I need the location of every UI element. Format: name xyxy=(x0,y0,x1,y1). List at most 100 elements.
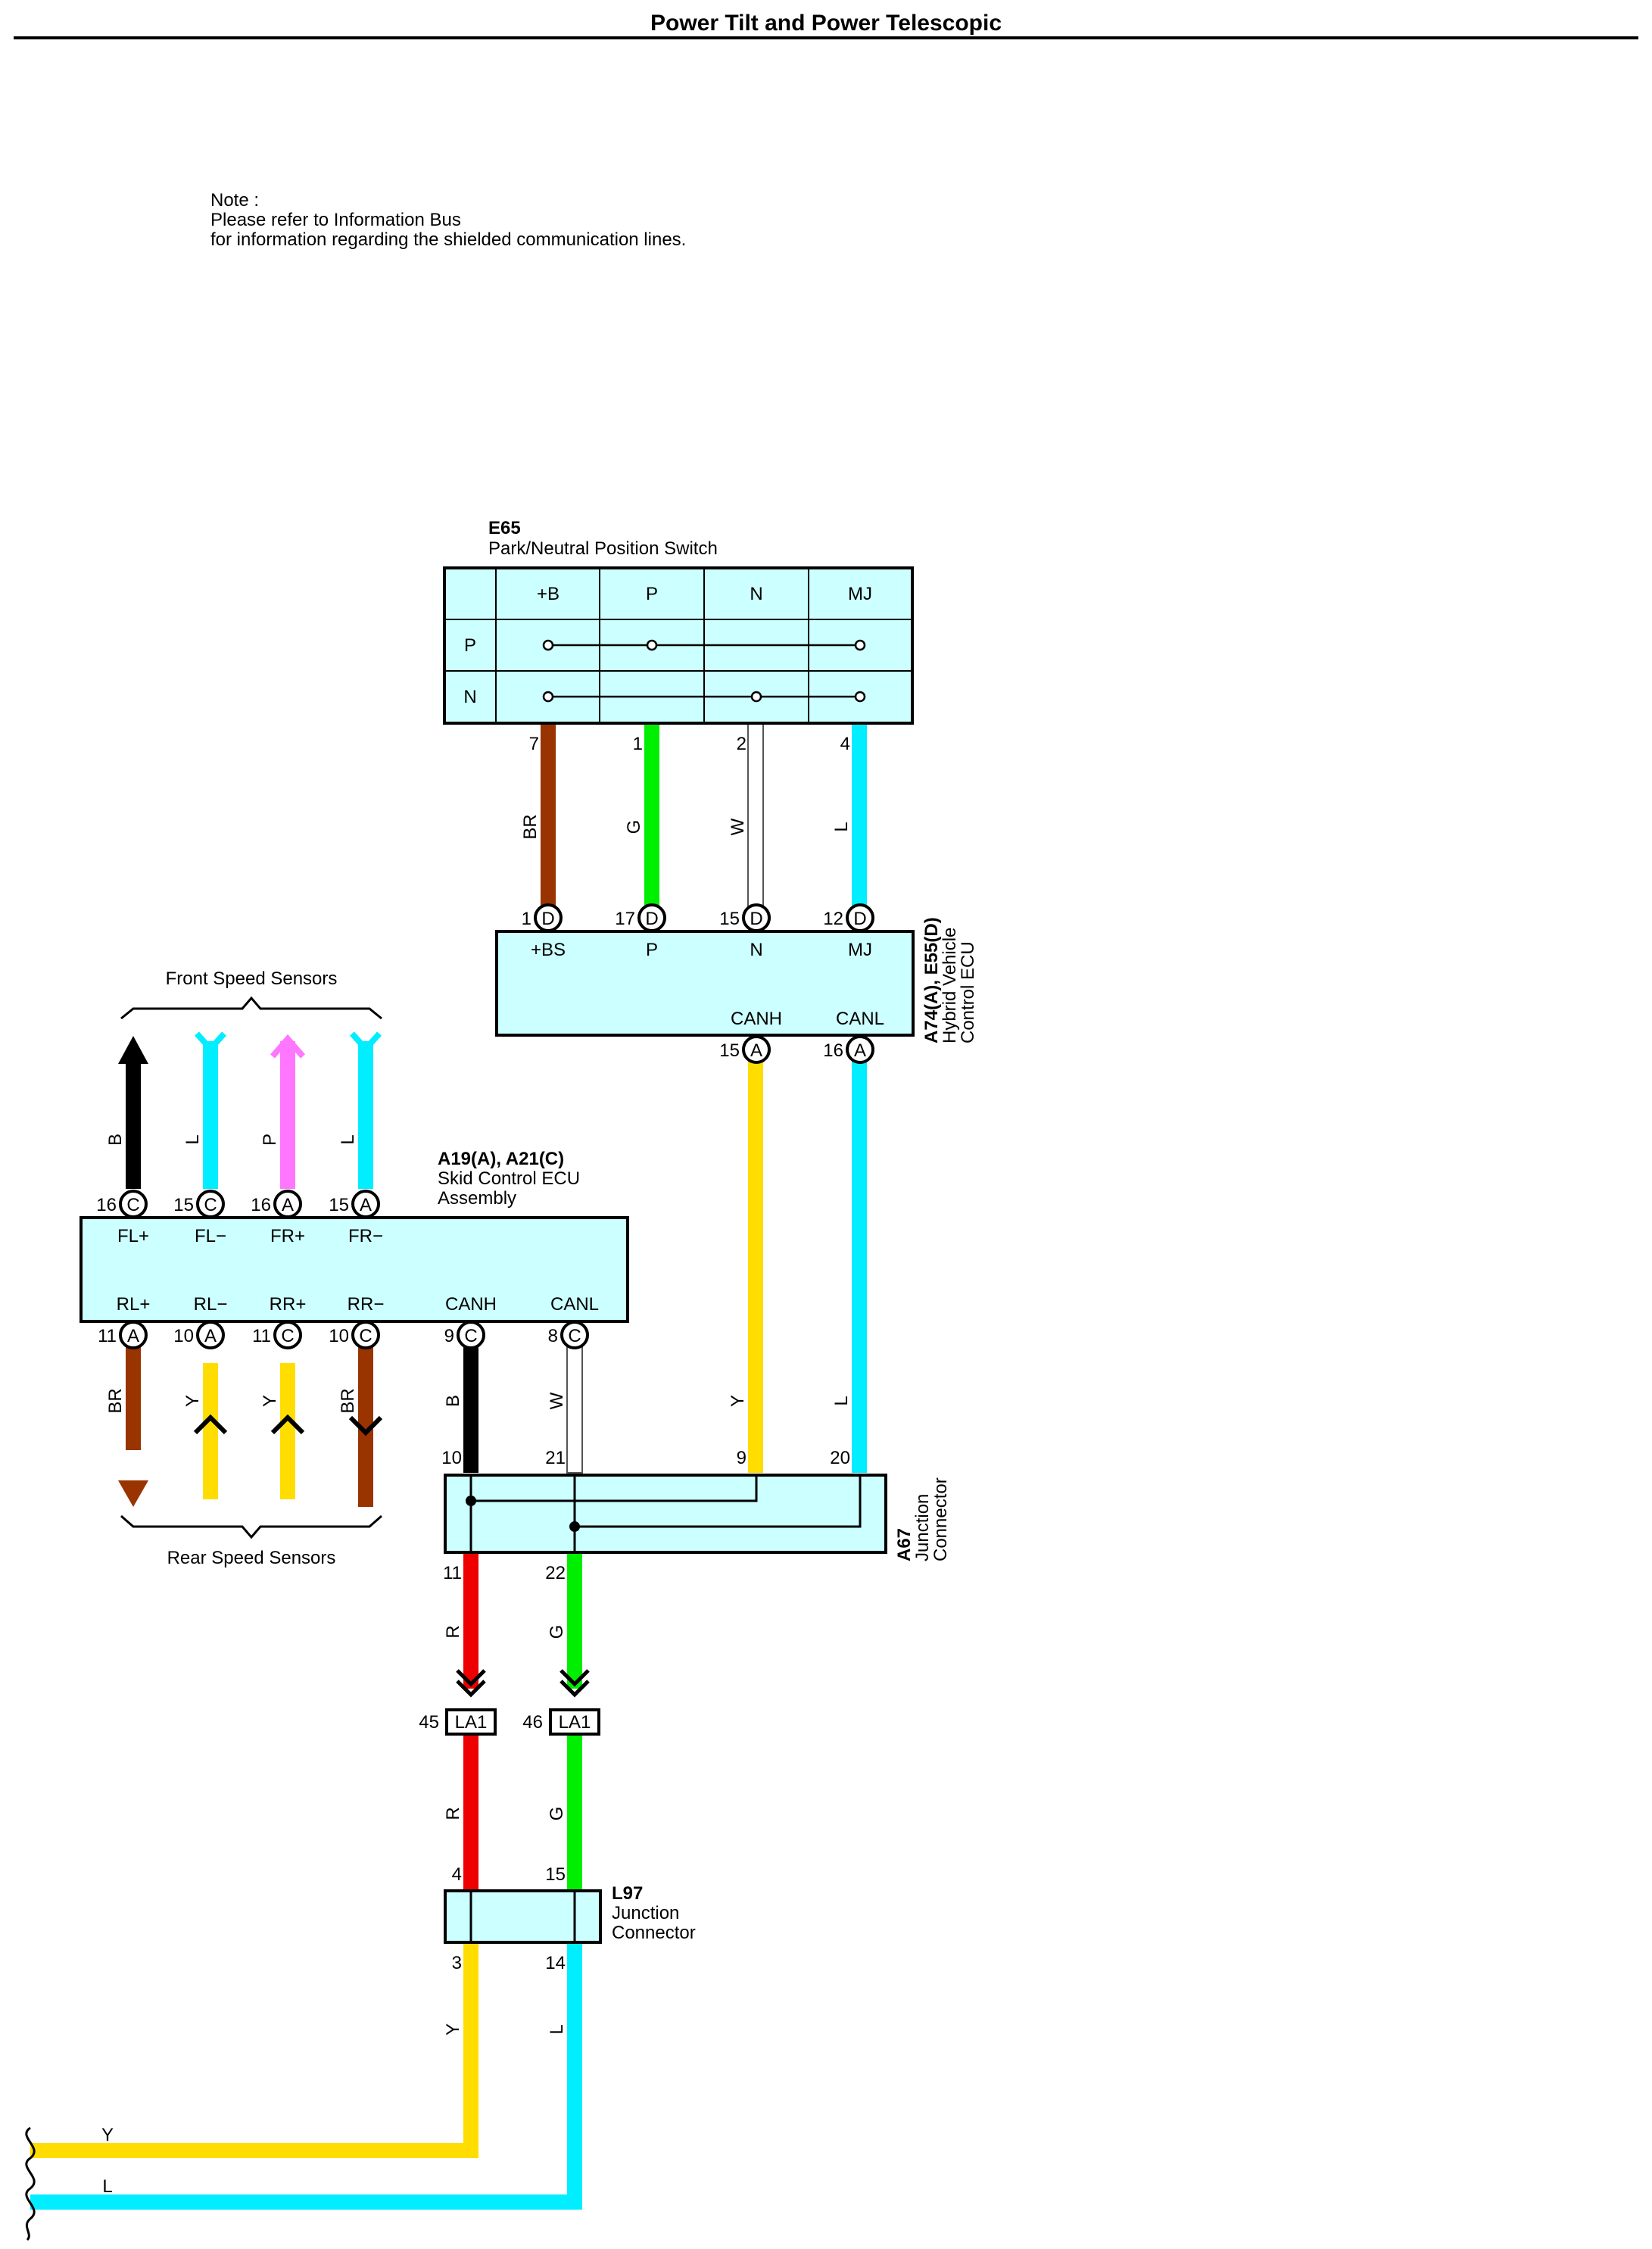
svg-text:D: D xyxy=(541,909,554,929)
wire-y-canh-hv xyxy=(748,1060,763,1473)
arrow-down-icon xyxy=(348,1415,383,1436)
skid-pin: 11 xyxy=(98,1326,117,1346)
a67-box xyxy=(444,1474,887,1554)
wire-break-icon xyxy=(25,2126,36,2241)
la1-pin: 46 xyxy=(522,1712,543,1733)
skid-ecu-id: A19(A), A21(C) xyxy=(438,1149,564,1169)
wire-label: B xyxy=(443,1395,463,1407)
hv-pin: 17 xyxy=(615,909,635,929)
skid-terminal-label: FL− xyxy=(195,1226,226,1246)
wire-g-la1 xyxy=(567,1734,582,1889)
skid-ecu-box xyxy=(79,1216,629,1323)
la1-pin: 45 xyxy=(419,1712,439,1733)
e65-col-header: MJ xyxy=(848,584,872,604)
front-sensors-brace xyxy=(120,996,382,1020)
rear-speed-sensors: Rear Speed Sensors xyxy=(118,1414,383,1568)
skid-terminal-label: RL+ xyxy=(117,1294,151,1315)
wire-label: R xyxy=(443,1625,463,1638)
e65-pin: 1 xyxy=(633,734,643,754)
arrow-up-icon xyxy=(118,1036,148,1064)
a67-pin: 11 xyxy=(443,1563,462,1583)
wire-br-rear-2 xyxy=(358,1344,373,1507)
svg-text:D: D xyxy=(750,909,762,929)
wire-label: L xyxy=(547,2024,567,2034)
skid-pin: 8 xyxy=(548,1326,558,1346)
wire-r-la1 xyxy=(463,1734,478,1889)
hv-pin: 16 xyxy=(823,1040,843,1061)
hv-terminal-label: +BS xyxy=(531,940,566,960)
wire-w-canl-skid xyxy=(566,1343,583,1474)
skid-pin: 11 xyxy=(252,1326,271,1346)
l97-id: L97 xyxy=(612,1883,643,1904)
skid-bottom-connector: A xyxy=(204,1326,217,1346)
l97-pin: 4 xyxy=(452,1864,462,1885)
skid-bottom-connector: C xyxy=(359,1326,372,1346)
a67-pin: 10 xyxy=(441,1448,462,1468)
arrow-up-icon xyxy=(193,1414,228,1435)
e65-pin: 2 xyxy=(737,734,747,754)
rear-sensors-label: Rear Speed Sensors xyxy=(167,1548,336,1568)
e65-id: E65 xyxy=(488,518,521,538)
skid-top-connector: C xyxy=(204,1195,217,1215)
rear-sensors-brace xyxy=(120,1514,382,1539)
l97-pin: 14 xyxy=(545,1953,566,1973)
hv-terminal-label: CANL xyxy=(836,1009,884,1029)
hv-bottom-connector: A xyxy=(750,1040,762,1061)
arrow-down-icon xyxy=(195,1031,226,1053)
hv-terminal-label: MJ xyxy=(848,940,872,960)
wire-b-canh-skid xyxy=(463,1344,478,1473)
output-wires: Y L xyxy=(25,2125,114,2241)
page-title: Power Tilt and Power Telescopic xyxy=(650,11,1002,36)
wire-label: BR xyxy=(105,1388,126,1413)
la1-box xyxy=(445,1708,497,1736)
wire-label: Y xyxy=(443,2023,463,2035)
skid-pin: 15 xyxy=(173,1195,194,1215)
hv-ecu-name: Control ECU xyxy=(958,941,978,1043)
wire-label: L xyxy=(831,1396,852,1405)
e65-col-header: +B xyxy=(537,584,559,604)
wire-label: BR xyxy=(520,814,541,839)
wire-label: G xyxy=(547,1625,567,1639)
la1-label: LA1 xyxy=(559,1712,591,1733)
wire-br-e65 xyxy=(541,723,556,912)
a67-junction: 10 21 9 20 11 22 A67 Junction Connector … xyxy=(441,1448,951,1639)
skid-terminal-label: FR+ xyxy=(270,1226,305,1246)
skid-top-connector: A xyxy=(282,1195,294,1215)
skid-terminal-label: RR+ xyxy=(270,1294,307,1315)
hv-ecu-box xyxy=(495,930,915,1037)
wire-w-e65 xyxy=(747,722,764,913)
a67-id: A67 xyxy=(894,1528,915,1561)
arrow-up-icon xyxy=(270,1034,306,1059)
e65-pin: 4 xyxy=(840,734,850,754)
e65-switch: E65 Park/Neutral Position Switch +B P N … xyxy=(443,518,914,840)
wire-r-a67 xyxy=(463,1552,478,1689)
svg-text:D: D xyxy=(645,909,658,929)
l97-pin: 3 xyxy=(452,1953,462,1973)
arrow-down-icon xyxy=(350,1031,382,1053)
wire-label: L xyxy=(831,822,852,831)
wire-l-front-1 xyxy=(203,1041,218,1189)
svg-text:D: D xyxy=(853,909,866,929)
front-speed-sensors: Front Speed Sensors B L P L xyxy=(105,969,382,1146)
skid-ecu-name: Skid Control ECU xyxy=(438,1168,580,1189)
hv-terminal-label: N xyxy=(750,940,762,960)
hv-terminal-label: P xyxy=(646,940,658,960)
wire-y-output xyxy=(30,1942,478,2158)
wire-label: R xyxy=(443,1807,463,1820)
note-line-1: Note : xyxy=(210,190,259,211)
chevron-down-icon xyxy=(559,1669,590,1687)
a67-name: Connector xyxy=(930,1477,951,1561)
wire-g-e65 xyxy=(644,723,659,912)
front-sensors-label: Front Speed Sensors xyxy=(166,969,338,989)
skid-pin: 15 xyxy=(329,1195,349,1215)
a67-name: Junction xyxy=(912,1494,933,1561)
skid-pin: 16 xyxy=(251,1195,271,1215)
wire-label: B xyxy=(105,1134,126,1146)
chevron-down-icon xyxy=(456,1669,486,1687)
hv-top-connector: D D D D xyxy=(534,903,874,932)
skid-bottom-connector: A xyxy=(127,1326,139,1346)
arrow-down-icon xyxy=(118,1480,148,1507)
l97-junction: 4 15 3 14 L97 Junction Connector Y L xyxy=(443,1864,696,2035)
a67-pin: 22 xyxy=(545,1563,566,1583)
e65-name: Park/Neutral Position Switch xyxy=(488,538,718,559)
